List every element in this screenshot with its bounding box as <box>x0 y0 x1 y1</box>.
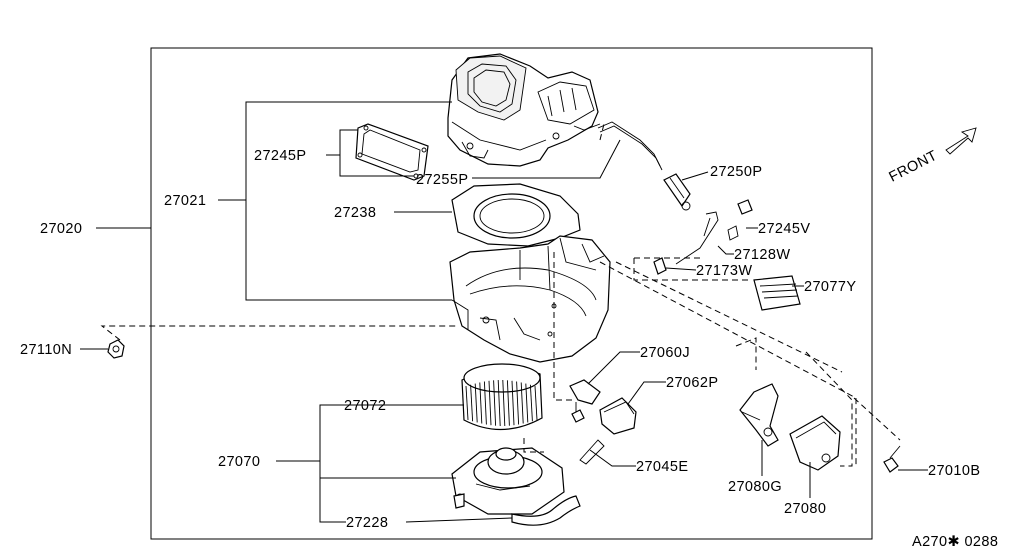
link-rod <box>675 211 719 265</box>
relay-27062P <box>599 397 637 435</box>
actuator-27250P <box>663 173 691 211</box>
label-27128W: 27128W <box>734 247 790 263</box>
label-27245V: 27245V <box>758 221 810 237</box>
label-27072: 27072 <box>344 398 386 414</box>
bolt-27010B <box>883 445 901 473</box>
clip-27173W <box>653 257 667 275</box>
leader-lines <box>80 101 928 523</box>
label-27080G: 27080G <box>728 479 782 495</box>
label-27020: 27020 <box>40 221 82 237</box>
label-27228: 27228 <box>346 515 388 531</box>
diagram-frame <box>150 47 873 540</box>
resistor-27060J <box>569 379 601 423</box>
intake-housing-top <box>447 53 601 167</box>
reference-code: A270✱ 0288 <box>912 534 998 550</box>
label-27077Y: 27077Y <box>804 279 856 295</box>
label-27010B: 27010B <box>928 463 980 479</box>
label-27080: 27080 <box>784 501 826 517</box>
harness-27045E <box>579 439 605 465</box>
filter-27077Y <box>753 275 801 311</box>
label-27250P: 27250P <box>710 164 762 180</box>
label-27173W: 27173W <box>696 263 752 279</box>
front-arrow-icon <box>945 127 977 155</box>
label-27245P: 27245P <box>254 148 306 164</box>
gasket-27238 <box>451 183 581 247</box>
label-27045E: 27045E <box>636 459 688 475</box>
blower-housing <box>449 235 611 363</box>
front-label: FRONT <box>887 148 941 186</box>
screw-27245V <box>727 199 753 241</box>
label-27021: 27021 <box>164 193 206 209</box>
actuator-bracket-27080G <box>739 383 779 447</box>
fan-27072 <box>461 363 543 431</box>
label-27062P: 27062P <box>666 375 718 391</box>
label-27110N: 27110N <box>20 342 72 358</box>
actuator-27080 <box>789 415 841 471</box>
motor-27070 <box>451 447 565 515</box>
nut-27110N <box>107 339 125 359</box>
label-27238: 27238 <box>334 205 376 221</box>
hose-27228 <box>511 495 581 526</box>
dashed-lines <box>100 123 901 467</box>
label-27060J: 27060J <box>640 345 690 361</box>
label-27255P: 27255P <box>416 172 468 188</box>
label-27070: 27070 <box>218 454 260 470</box>
